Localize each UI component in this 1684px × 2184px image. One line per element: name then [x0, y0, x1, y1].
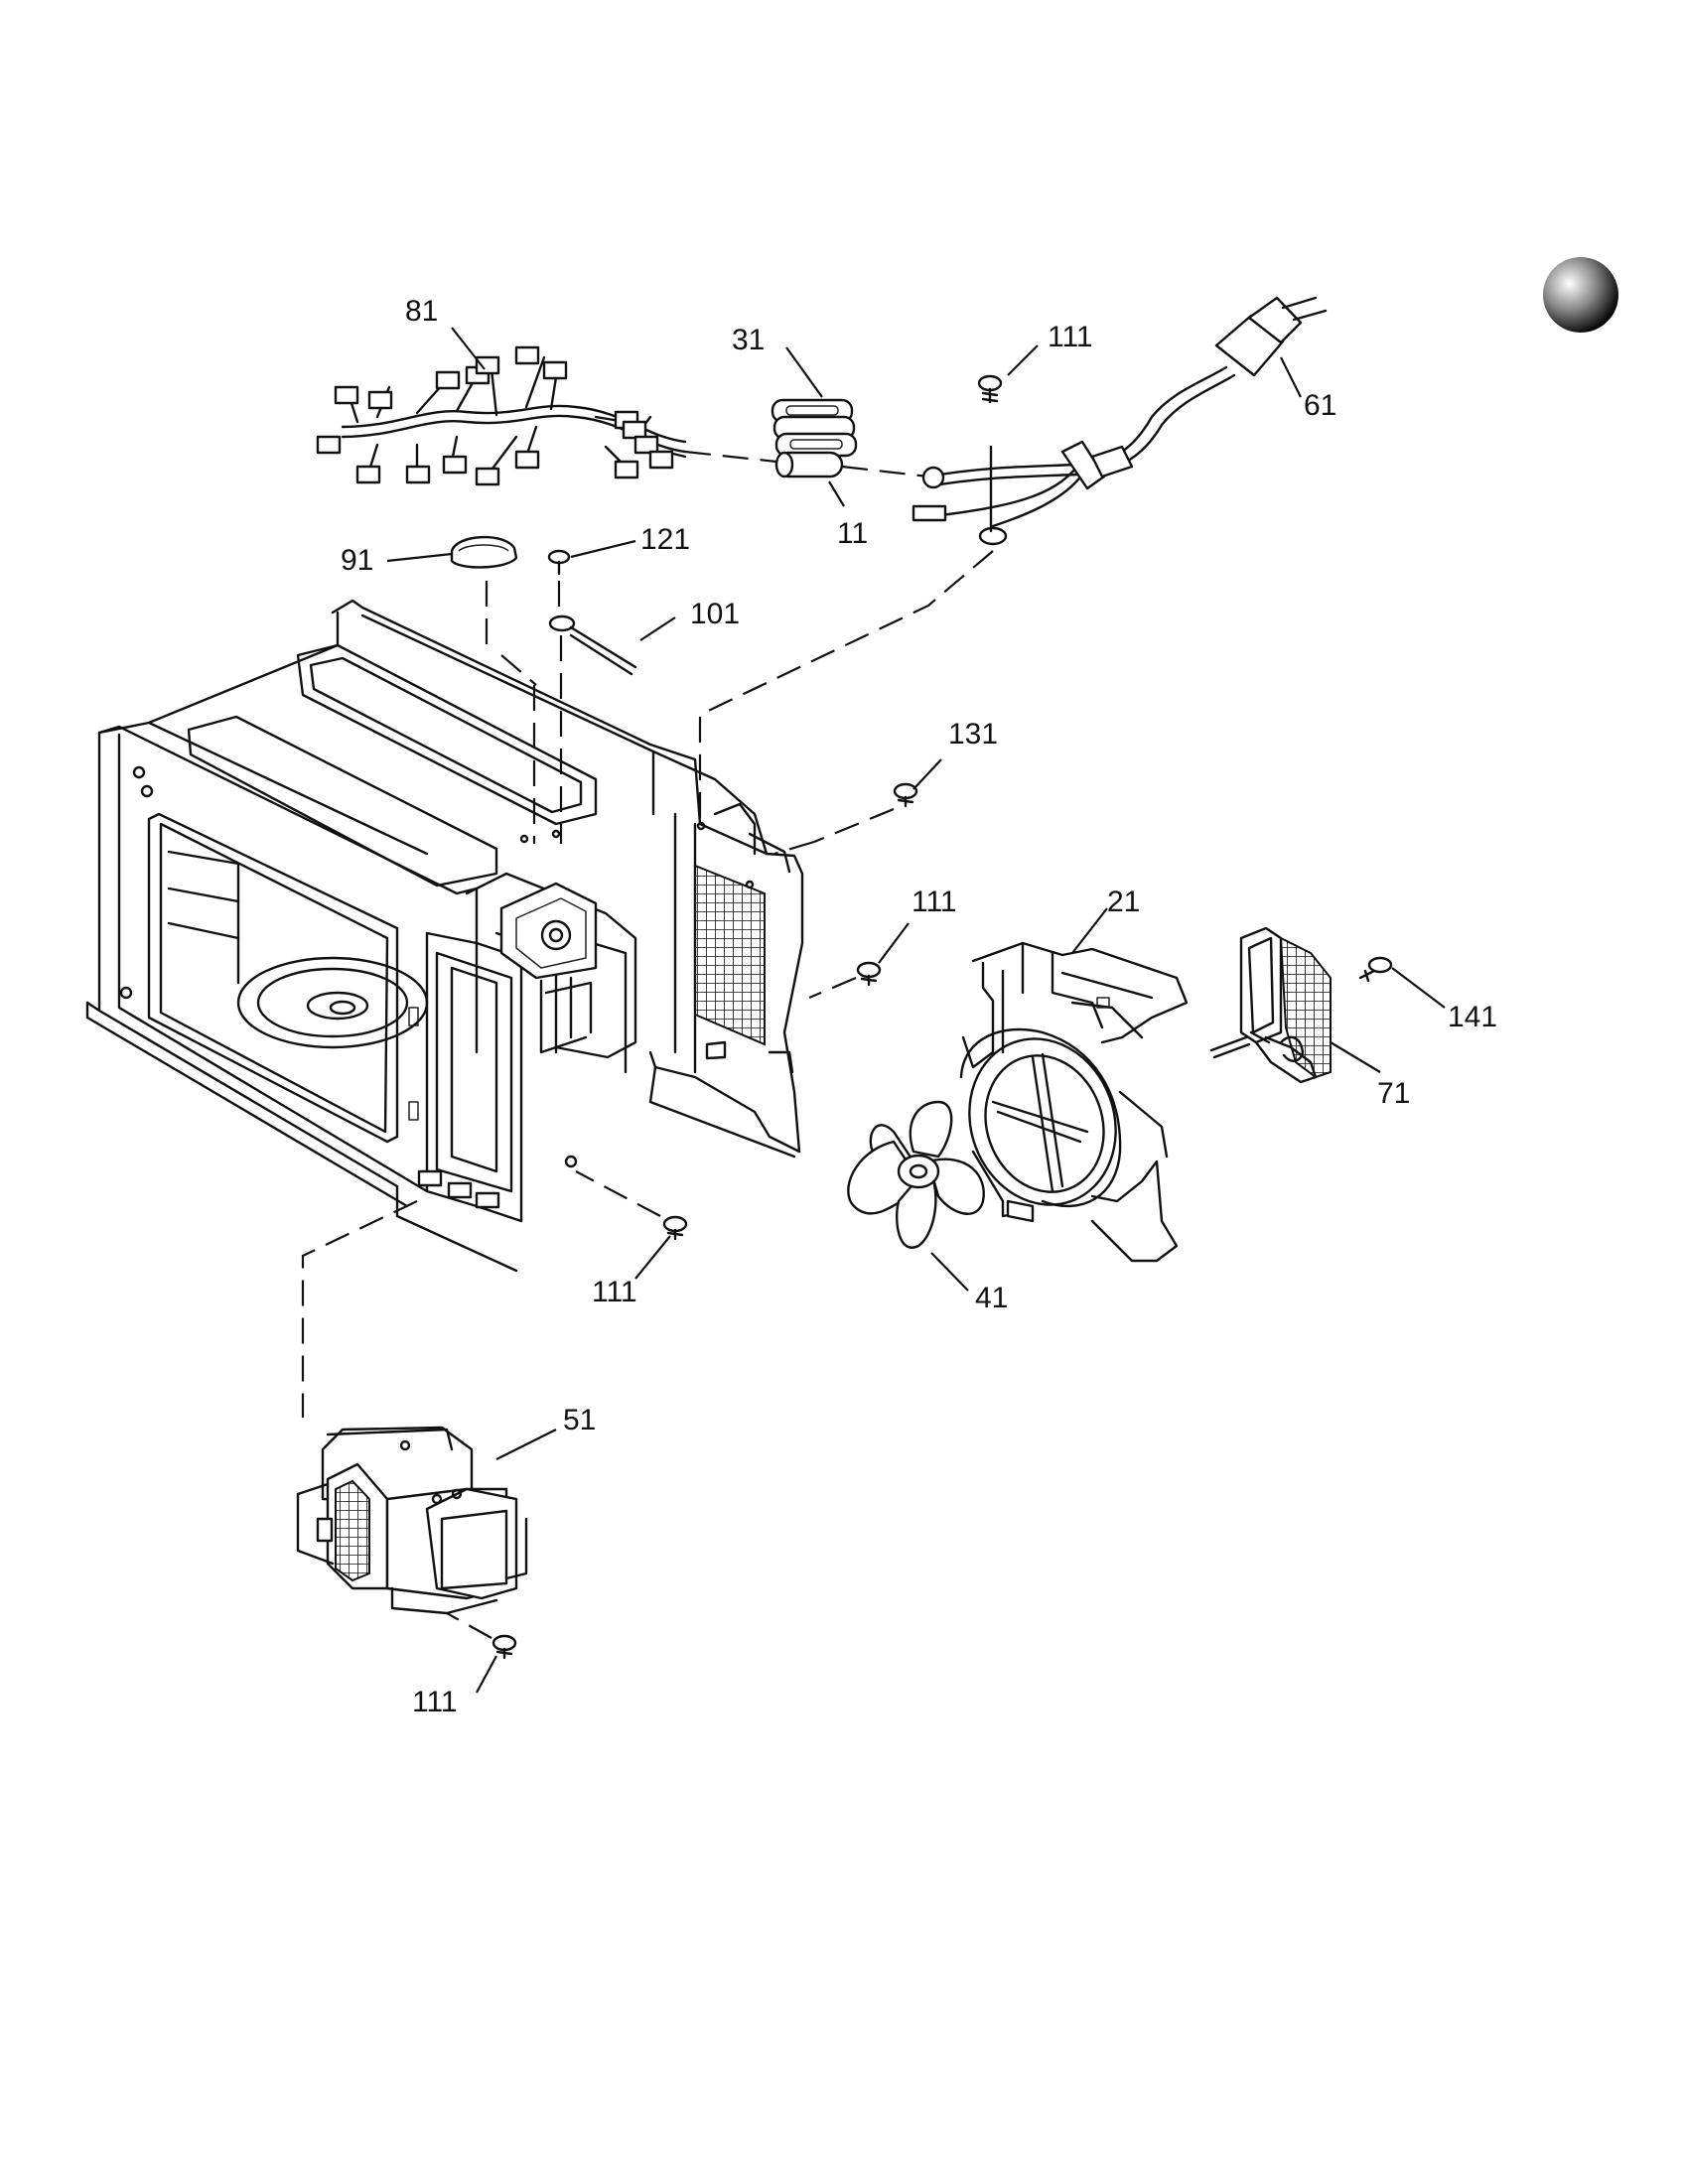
callout-111: 111: [412, 1686, 458, 1718]
screw-part: [547, 549, 571, 576]
screw-part: [856, 961, 882, 987]
thermostat-part: [450, 535, 518, 569]
thermostat-guide-2: [500, 654, 537, 686]
leader-lines: [386, 327, 1446, 1694]
callout-111: 111: [1048, 321, 1093, 353]
callout-111: 111: [592, 1276, 637, 1308]
fuse-part: [774, 451, 844, 478]
callout-131: 131: [948, 718, 998, 751]
callout-51: 51: [563, 1404, 596, 1436]
screw-part: [491, 1634, 517, 1660]
fuse-to-cord-guide: [841, 465, 929, 478]
callout-31: 31: [732, 324, 765, 356]
callout-labels: 81 31 111 61 11 91 121 101 131 111 21 14…: [341, 295, 1497, 1718]
fan-blade-part: [847, 1100, 985, 1249]
punch-hole-mark: [1543, 257, 1618, 333]
magnetron-guide: [301, 1200, 418, 1418]
screw-part: [662, 1215, 688, 1241]
callout-101: 101: [690, 598, 740, 630]
callout-141: 141: [1448, 1001, 1497, 1033]
ferrite-core-part: [771, 398, 858, 458]
screw-guide: [446, 1612, 492, 1639]
callout-41: 41: [975, 1282, 1008, 1314]
screw-part: [1358, 956, 1393, 983]
harness-to-fuse-guide: [684, 450, 777, 464]
fan-duct-part: [959, 941, 1189, 1263]
callout-21: 21: [1107, 886, 1140, 918]
magnetron-part: [296, 1426, 528, 1615]
wire-harness-part: [316, 345, 687, 486]
screw-part: [977, 374, 1003, 404]
callout-71: 71: [1377, 1077, 1410, 1110]
callout-121: 121: [640, 523, 690, 556]
screw-guide: [575, 1170, 661, 1217]
cabinet-body: [85, 599, 804, 1273]
callout-11: 11: [837, 517, 868, 550]
callout-91: 91: [341, 544, 373, 577]
screw-guide: [808, 976, 857, 1000]
screw-guide: [773, 840, 815, 856]
callout-111: 111: [912, 886, 957, 918]
fan-motor-part: [1209, 926, 1332, 1084]
sensor-rod-part: [548, 614, 637, 676]
screw-part: [893, 782, 918, 808]
cord-guide: [698, 550, 994, 829]
callout-81: 81: [405, 295, 438, 328]
callout-61: 61: [1304, 389, 1336, 422]
screw-guide: [813, 807, 895, 844]
power-cord-part: [912, 296, 1328, 546]
